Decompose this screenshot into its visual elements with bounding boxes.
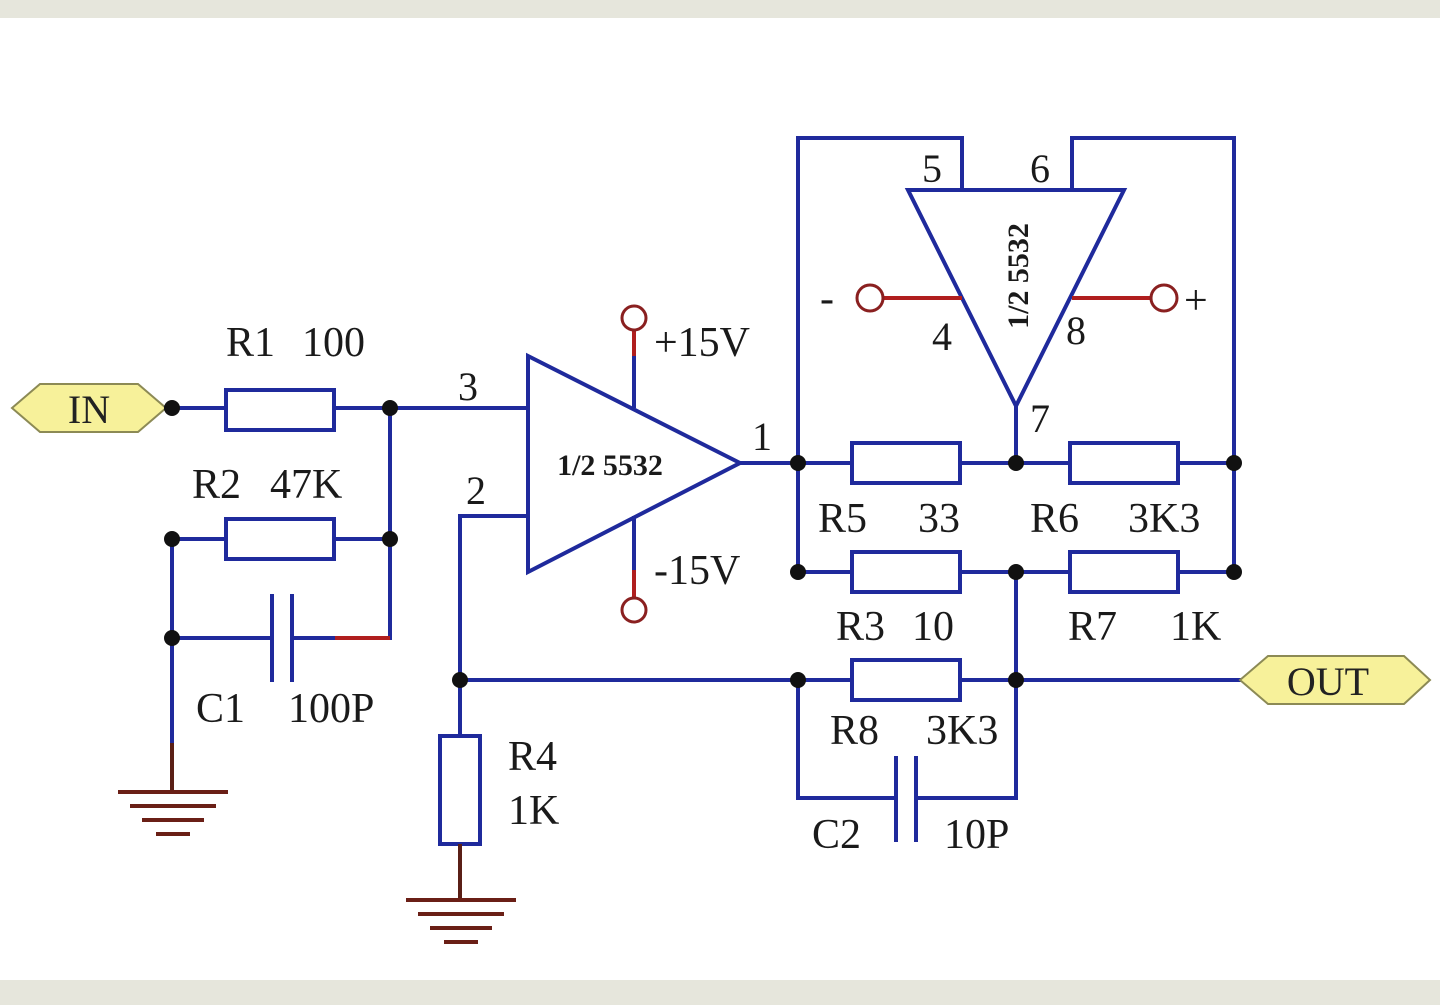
r5-value: 33: [918, 496, 960, 542]
r1-value: 100: [302, 320, 365, 366]
terminal-plus: [1149, 283, 1179, 313]
resistor-r1: [224, 388, 336, 432]
junction-r3-r7: [1008, 564, 1024, 580]
rail-plus-sign: +: [1184, 278, 1208, 324]
rail-minus-15v: -15V: [654, 548, 740, 594]
resistor-r6: [1068, 441, 1180, 485]
r8-ref: R8: [830, 708, 879, 754]
resistor-r2: [224, 517, 336, 561]
opamp-1-pin-3: 3: [458, 364, 478, 409]
output-port-label: OUT: [1287, 659, 1369, 704]
r6-ref: R6: [1030, 496, 1079, 542]
c2-ref: C2: [812, 812, 861, 858]
resistor-r5: [850, 441, 962, 485]
r5-ref: R5: [818, 496, 867, 542]
junction-in: [164, 400, 180, 416]
resistor-r7: [1068, 550, 1180, 594]
ground-symbol-1: [118, 790, 228, 836]
junction-r8-right: [1008, 672, 1024, 688]
resistor-r3: [850, 550, 962, 594]
r4-ref: R4: [508, 734, 557, 780]
opamp-2-label: 1/2 5532: [1002, 223, 1035, 329]
r2-value: 47K: [270, 462, 342, 508]
junction-r5-r6: [1008, 455, 1024, 471]
r8-value: 3K3: [926, 708, 998, 754]
junction-r8-left: [790, 672, 806, 688]
r1-ref: R1: [226, 320, 275, 366]
junction-r3-left: [790, 564, 806, 580]
junction-r2-right: [382, 531, 398, 547]
junction-r1-r2: [382, 400, 398, 416]
r4-value: 1K: [508, 788, 559, 834]
terminal-minus: [855, 283, 885, 313]
junction-r2-left: [164, 531, 180, 547]
junction-pin1: [790, 455, 806, 471]
resistor-r4: [438, 734, 482, 846]
terminal-minus-15v: [620, 596, 648, 624]
resistor-r8: [850, 658, 962, 702]
rail-minus-sign: -: [820, 276, 834, 322]
opamp-1-pin-2: 2: [466, 468, 486, 513]
opamp-1-pin-1: 1: [752, 414, 772, 459]
opamp-2-pin-7: 7: [1030, 396, 1050, 441]
r7-ref: R7: [1068, 604, 1117, 650]
output-port: OUT: [1238, 655, 1432, 705]
r2-ref: R2: [192, 462, 241, 508]
ground-symbol-2: [406, 898, 516, 944]
opamp-2-pin-6: 6: [1030, 146, 1050, 191]
r7-value: 1K: [1170, 604, 1221, 650]
schematic-frame: IN 1/2 5532: [0, 18, 1440, 980]
terminal-plus-15v: [620, 304, 648, 332]
opamp-1-label: 1/2 5532: [557, 449, 663, 482]
junction-r4: [452, 672, 468, 688]
input-port: IN: [10, 383, 168, 433]
r6-value: 3K3: [1128, 496, 1200, 542]
c1-ref: C1: [196, 686, 245, 732]
opamp-2-pin-4: 4: [932, 314, 952, 359]
opamp-2-pin-8: 8: [1066, 308, 1086, 353]
c1-value: 100P: [288, 686, 374, 732]
junction-c1-left: [164, 630, 180, 646]
r3-ref: R3: [836, 604, 885, 650]
junction-r7-right: [1226, 564, 1242, 580]
c2-value: 10P: [944, 812, 1009, 858]
opamp-2-pin-5: 5: [922, 146, 942, 191]
circuit-schematic: IN 1/2 5532: [10, 136, 1432, 944]
r3-value: 10: [912, 604, 954, 650]
rail-plus-15v: +15V: [654, 320, 750, 366]
input-port-label: IN: [68, 387, 110, 432]
junction-r6-right: [1226, 455, 1242, 471]
